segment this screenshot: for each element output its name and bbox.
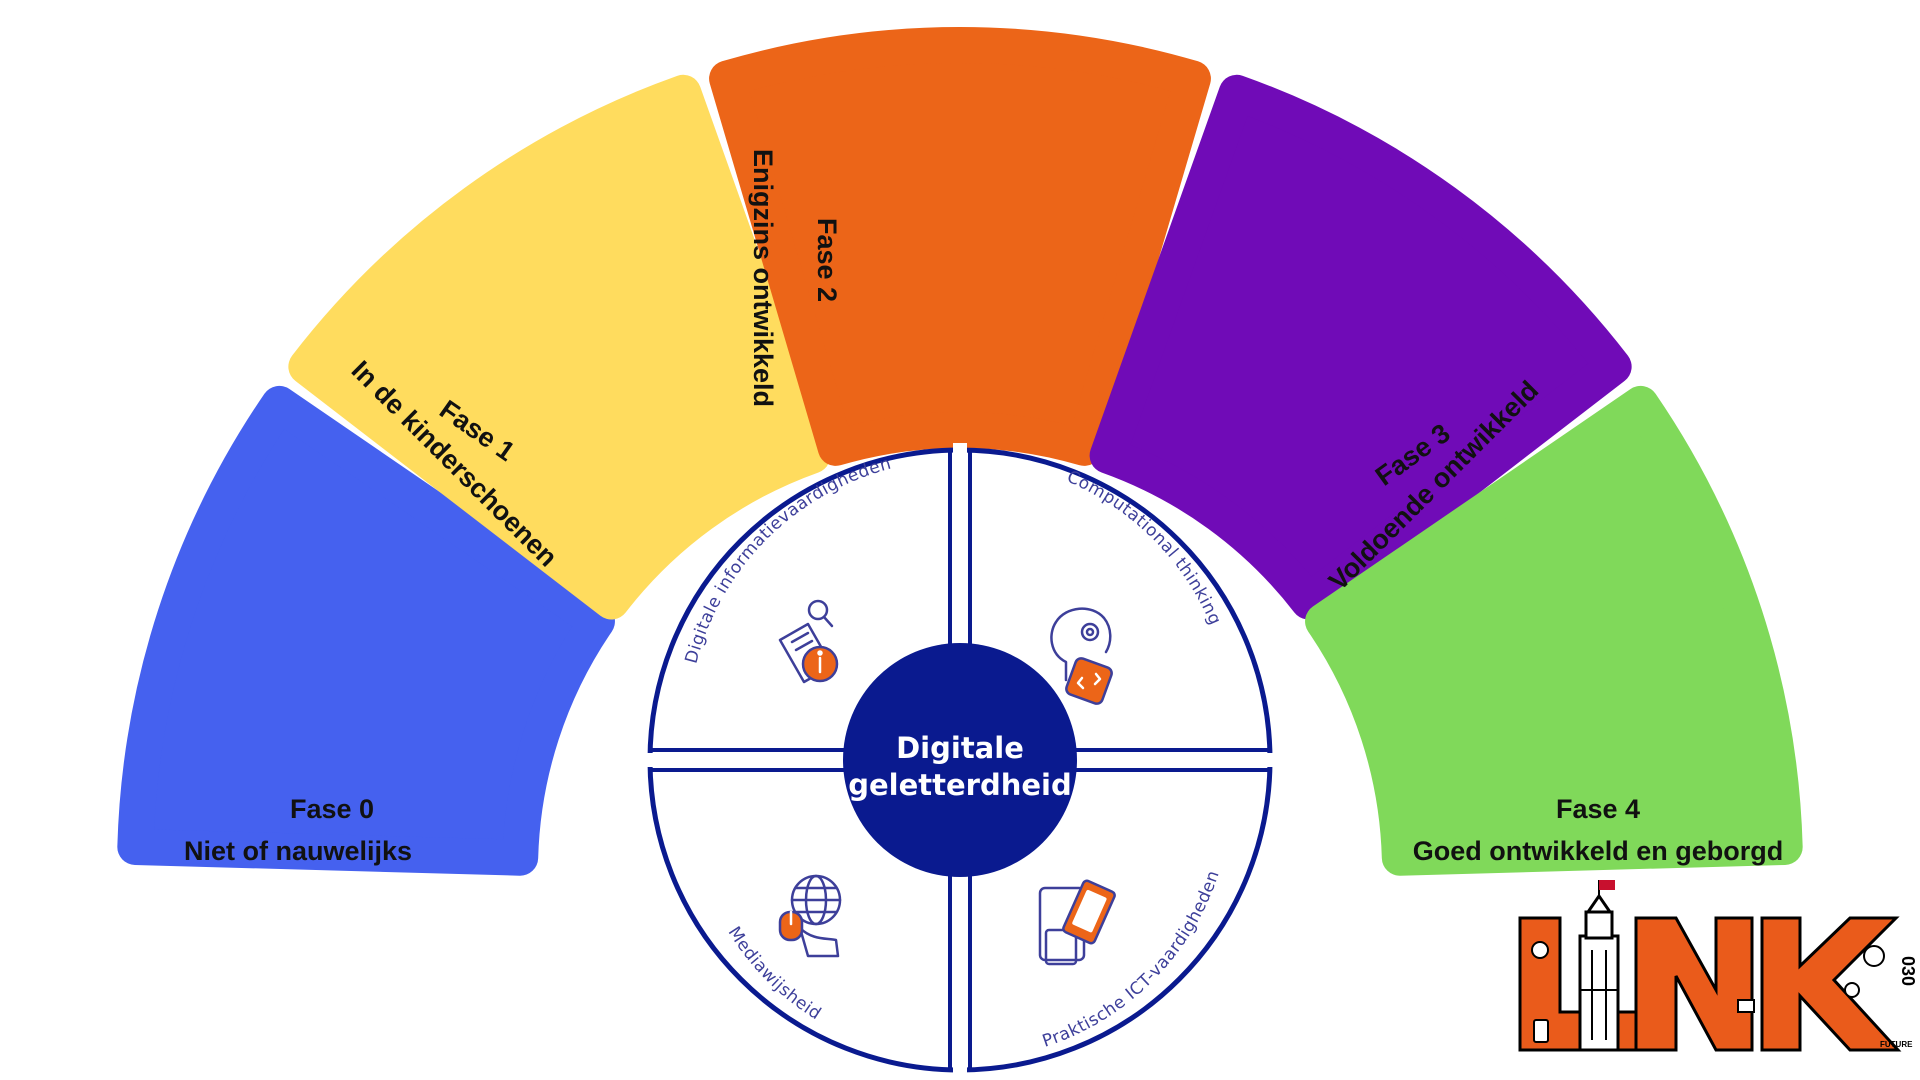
head-gear-code-icon: [1050, 607, 1113, 705]
phase-1-sector: [288, 74, 831, 620]
logo-letter-k: [1760, 916, 1902, 1052]
logo-letter-n: [1634, 916, 1754, 1052]
phase-2-subtitle: Enigzins ontwikkeld: [748, 149, 778, 407]
center-circle: [843, 643, 1077, 877]
logo-phone-icon: [1533, 1019, 1549, 1043]
phase-0-sector: [117, 385, 615, 876]
phase-0-subtitle: Niet of nauwelijks: [184, 836, 412, 866]
globe-hand-mouse-icon: [778, 874, 842, 958]
devices-icon: [1038, 879, 1116, 966]
phase-sectors: [117, 27, 1803, 876]
phase-4-subtitle: Goed ontwikkeld en geborgd: [1413, 836, 1784, 866]
phase-0-title: Fase 0: [290, 794, 374, 824]
logo-tag: FUTURE: [1880, 1040, 1913, 1049]
logo-side-text: 030: [1898, 956, 1918, 986]
logo-flag: [1599, 880, 1615, 890]
center-label-line1: Digitale: [896, 731, 1024, 765]
quadrant-wheel: Digitale informatievaardigheden Computat…: [643, 443, 1277, 1077]
phase-2-title: Fase 2: [812, 218, 842, 302]
info-document-icon: [778, 599, 839, 684]
phase-4-title: Fase 4: [1556, 794, 1640, 824]
phase-3-sector: [1089, 74, 1632, 620]
tower-icon: [1578, 880, 1620, 1052]
link-030-logo: FUTURE 030: [1518, 880, 1918, 1052]
phase-4-sector: [1305, 385, 1803, 876]
logo-hand-icon: [1531, 941, 1549, 959]
center-label-line2: geletterdheid: [848, 768, 1072, 802]
logo-gamepad-icon: [1844, 982, 1860, 998]
logo-globe-icon: [1863, 945, 1885, 967]
phase-2-sector: [709, 27, 1211, 466]
logo-screen-icon: [1737, 999, 1755, 1013]
